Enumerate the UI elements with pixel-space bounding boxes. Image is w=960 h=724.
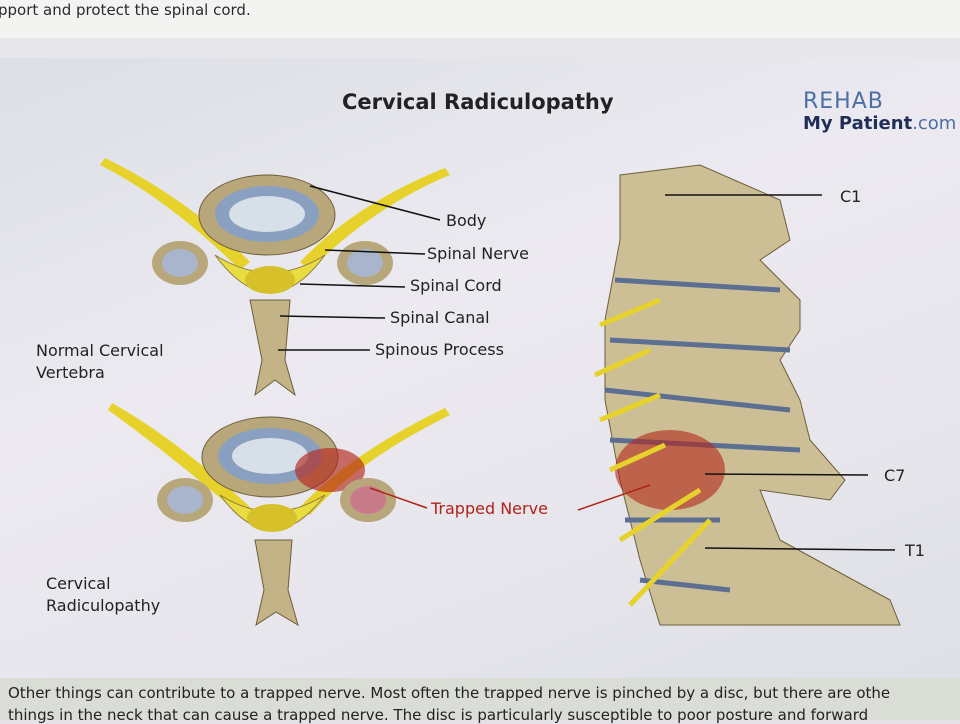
label-spinal-cord: Spinal Cord [410, 276, 502, 295]
rehab-my-patient-logo: REHAB My Patient.com [803, 91, 956, 135]
paragraph-line2: things in the neck that can cause a trap… [8, 706, 869, 724]
label-normal-line2: Vertebra [36, 363, 105, 382]
logo-name: My Patient [803, 113, 913, 134]
label-trapped-nerve: Trapped Nerve [431, 499, 548, 518]
label-spinous-process: Spinous Process [375, 340, 504, 359]
logo-line2: My Patient.com [803, 113, 956, 135]
label-c1: C1 [840, 187, 862, 206]
label-normal-line1: Normal Cervical [36, 341, 164, 360]
label-body: Body [446, 211, 487, 230]
label-radic-line2: Radiculopathy [46, 596, 161, 615]
page-header-area: pport and protect the spinal cord. [0, 0, 960, 38]
normal-vertebra-drawing [100, 158, 450, 397]
label-spinal-canal: Spinal Canal [390, 308, 490, 327]
paragraph-text: pport and protect the spinal cord. [0, 1, 251, 19]
logo-suffix: .com [912, 113, 957, 134]
leader-lines [278, 185, 896, 551]
radiculopathy-vertebra-drawing [108, 403, 450, 627]
spine-side-drawing [593, 164, 901, 626]
label-t1: T1 [905, 541, 925, 560]
label-spinal-nerve: Spinal Nerve [427, 244, 529, 263]
diagram-title: Cervical Radiculopathy [342, 90, 614, 114]
logo-line1: REHAB [803, 89, 884, 114]
paragraph-line1: Other things can contribute to a trapped… [8, 684, 891, 702]
label-radic-line1: Cervical [46, 574, 111, 593]
body-text-area: Other things can contribute to a trapped… [0, 678, 960, 724]
label-c7: C7 [884, 466, 906, 485]
